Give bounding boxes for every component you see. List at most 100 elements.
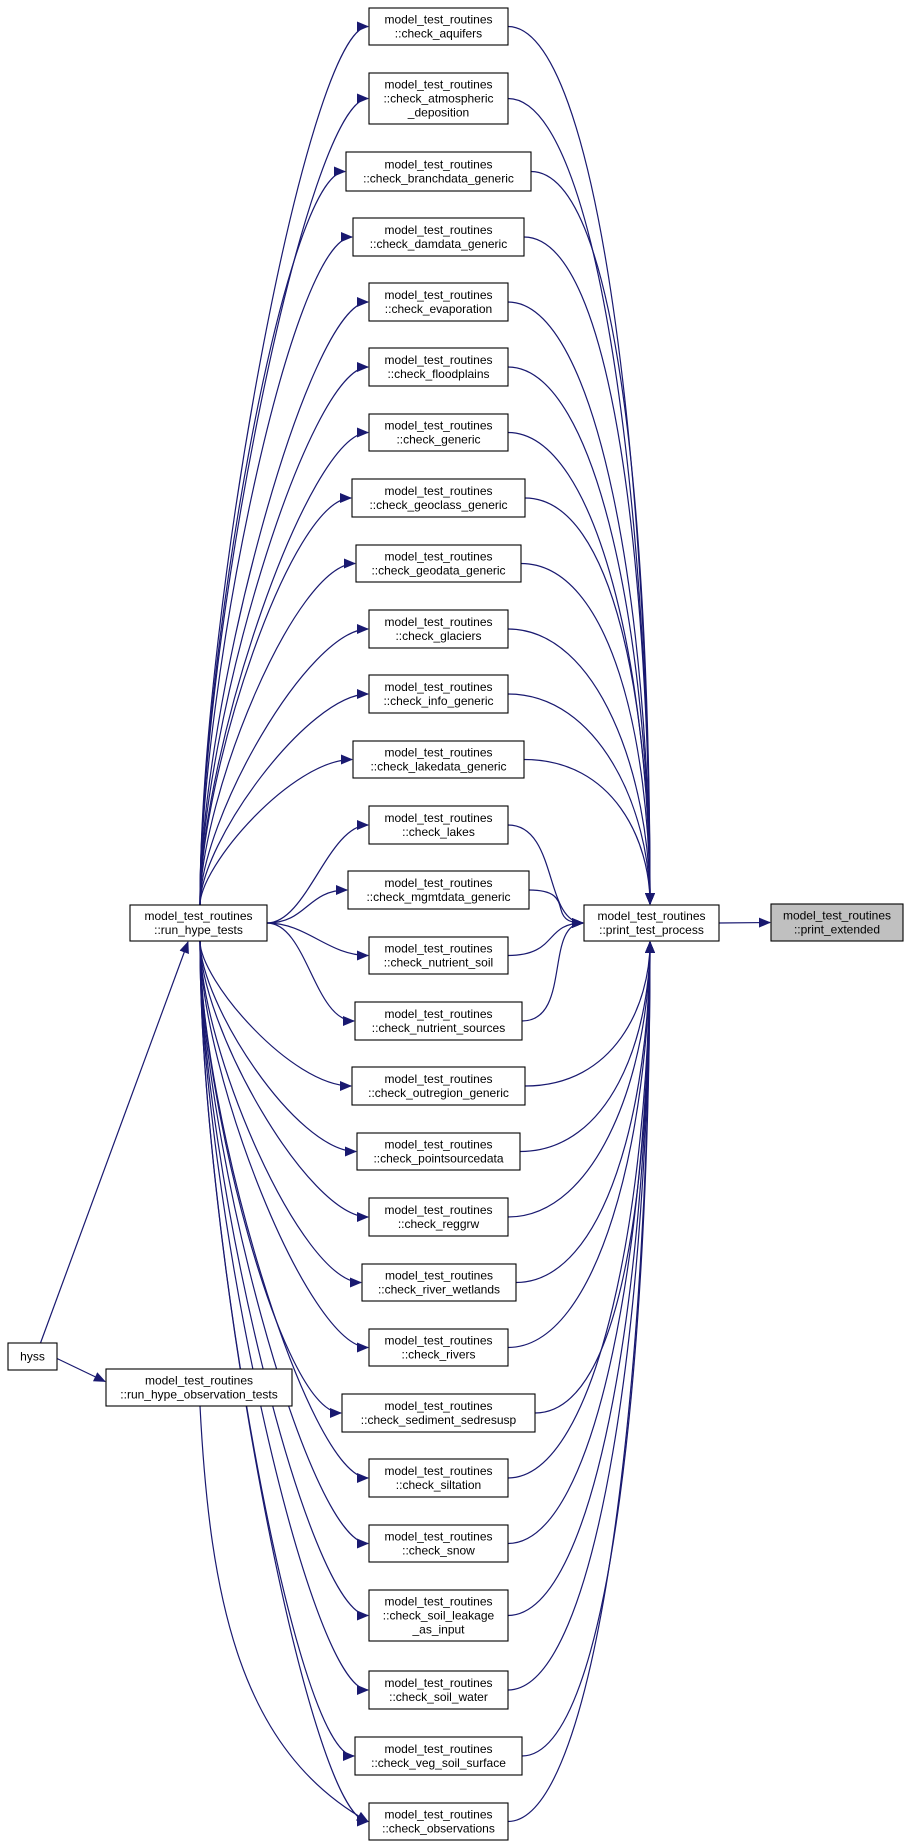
node-print-test-process[interactable]: model_test_routines::print_test_process <box>583 904 720 942</box>
edge-check-sediment-sedresusp-to-print-test-process <box>534 941 655 1414</box>
node-label-line: model_test_routines <box>384 484 492 498</box>
node-label-line: model_test_routines <box>384 1334 492 1348</box>
node-check-info-generic[interactable]: model_test_routines::check_info_generic <box>368 674 509 714</box>
node-check-lakes[interactable]: model_test_routines::check_lakes <box>368 805 509 845</box>
node-box <box>583 904 720 942</box>
edge-run-hype-tests-to-check-snow <box>199 940 369 1549</box>
node-check-reggrw[interactable]: model_test_routines::check_reggrw <box>368 1197 509 1237</box>
node-label-line: model_test_routines <box>384 1742 492 1756</box>
node-label-line: ::check_observations <box>382 1822 495 1836</box>
edge-check-geoclass-generic-to-print-test-process <box>524 497 655 905</box>
edge-check-geodata-generic-to-print-test-process <box>520 562 655 905</box>
node-check-evaporation[interactable]: model_test_routines::check_evaporation <box>368 282 509 322</box>
node-box <box>368 413 509 452</box>
node-label-line: ::check_lakedata_generic <box>370 760 506 774</box>
node-check-atmospheric-deposition[interactable]: model_test_routines::check_atmospheric_d… <box>368 72 509 125</box>
node-label-line: hyss <box>20 1350 45 1364</box>
edge-check-glaciers-to-print-test-process <box>507 628 655 905</box>
edge-check-soil-leakage-as-input-to-print-test-process <box>507 941 655 1617</box>
node-check-geodata-generic[interactable]: model_test_routines::check_geodata_gener… <box>355 544 522 583</box>
node-label-line: ::check_reggrw <box>398 1217 480 1231</box>
node-label-line: ::check_river_wetlands <box>378 1283 500 1297</box>
node-label-line: model_test_routines <box>384 746 492 760</box>
node-check-rivers[interactable]: model_test_routines::check_rivers <box>368 1328 509 1367</box>
node-check-outregion-generic[interactable]: model_test_routines::check_outregion_gen… <box>351 1066 526 1106</box>
node-box <box>368 936 509 975</box>
node-box <box>352 217 525 257</box>
node-label-line: ::run_hype_tests <box>154 923 243 937</box>
edge-run-hype-tests-to-check-geoclass-generic <box>199 493 352 906</box>
edge-run-hype-observation-tests-to-check-observations <box>199 1405 369 1823</box>
nodes-layer: model_test_routines::print_extendedmodel… <box>7 7 904 1841</box>
node-check-sediment-sedresusp[interactable]: model_test_routines::check_sediment_sedr… <box>341 1393 536 1433</box>
node-print-extended[interactable]: model_test_routines::print_extended <box>770 903 904 942</box>
node-check-damdata-generic[interactable]: model_test_routines::check_damdata_gener… <box>352 217 525 257</box>
edge-run-hype-tests-to-check-lakedata-generic <box>199 754 353 906</box>
node-check-river-wetlands[interactable]: model_test_routines::check_river_wetland… <box>361 1263 517 1302</box>
node-label-line: ::check_geodata_generic <box>371 564 505 578</box>
node-label-line: ::check_info_generic <box>383 694 493 708</box>
node-label-line: model_test_routines <box>384 1676 492 1690</box>
node-check-nutrient-sources[interactable]: model_test_routines::check_nutrient_sour… <box>354 1001 523 1041</box>
node-box <box>368 282 509 322</box>
node-box <box>368 72 509 125</box>
node-label-line: model_test_routines <box>384 1595 492 1609</box>
node-box <box>352 740 525 779</box>
edge-run-hype-tests-to-check-reggrw <box>199 940 369 1222</box>
node-box <box>368 674 509 714</box>
edge-check-nutrient-sources-to-print-test-process <box>521 918 584 1022</box>
node-label-line: ::check_nutrient_sources <box>372 1021 505 1035</box>
node-box <box>351 478 526 518</box>
node-label-line: ::check_snow <box>402 1544 475 1558</box>
node-box <box>341 1393 536 1433</box>
node-label-line: model_test_routines <box>384 223 492 237</box>
edge-check-reggrw-to-print-test-process <box>507 941 655 1218</box>
node-label-line: ::check_geoclass_generic <box>369 498 507 512</box>
node-box <box>355 544 522 583</box>
node-label-line: ::check_evaporation <box>385 302 492 316</box>
node-label-line: ::check_generic <box>396 433 480 447</box>
edge-check-lakes-to-print-test-process <box>507 824 584 928</box>
node-check-soil-leakage-as-input[interactable]: model_test_routines::check_soil_leakage_… <box>368 1589 509 1642</box>
node-label-line: model_test_routines <box>144 909 252 923</box>
edge-check-soil-water-to-print-test-process <box>507 941 655 1691</box>
node-check-mgmtdata-generic[interactable]: model_test_routines::check_mgmtdata_gene… <box>347 870 530 910</box>
node-hyss[interactable]: hyss <box>7 1342 58 1371</box>
node-label-line: model_test_routines <box>385 1269 493 1283</box>
node-box <box>354 1736 523 1776</box>
node-label-line: ::check_veg_soil_surface <box>371 1756 506 1770</box>
node-check-geoclass-generic[interactable]: model_test_routines::check_geoclass_gene… <box>351 478 526 518</box>
node-check-snow[interactable]: model_test_routines::check_snow <box>368 1524 509 1563</box>
node-box <box>368 347 509 387</box>
edge-hyss-to-run-hype-tests <box>39 941 189 1344</box>
edge-run-hype-tests-to-check-floodplains <box>199 362 369 906</box>
node-label-line: model_test_routines <box>384 13 492 27</box>
node-run-hype-observation-tests[interactable]: model_test_routines::run_hype_observatio… <box>105 1368 293 1407</box>
node-check-observations[interactable]: model_test_routines::check_observations <box>368 1802 509 1841</box>
node-label-line: ::check_sediment_sedresusp <box>361 1413 517 1427</box>
node-check-generic[interactable]: model_test_routines::check_generic <box>368 413 509 452</box>
node-check-nutrient-soil[interactable]: model_test_routines::check_nutrient_soil <box>368 936 509 975</box>
node-box <box>770 903 904 942</box>
node-check-pointsourcedata[interactable]: model_test_routines::check_pointsourceda… <box>356 1132 521 1171</box>
edge-check-observations-to-print-test-process <box>507 941 655 1823</box>
node-box <box>368 1802 509 1841</box>
edge-run-hype-tests-to-check-outregion-generic <box>199 940 352 1091</box>
edges-layer <box>39 21 771 1827</box>
node-label-line: model_test_routines <box>384 353 492 367</box>
node-check-aquifers[interactable]: model_test_routines::check_aquifers <box>368 7 509 46</box>
node-label-line: ::check_outregion_generic <box>368 1086 509 1100</box>
node-check-veg-soil-surface[interactable]: model_test_routines::check_veg_soil_surf… <box>354 1736 523 1776</box>
node-box <box>7 1342 58 1371</box>
node-label-line: ::print_test_process <box>599 923 704 937</box>
node-check-branchdata-generic[interactable]: model_test_routines::check_branchdata_ge… <box>345 151 532 192</box>
node-check-soil-water[interactable]: model_test_routines::check_soil_water <box>368 1670 509 1710</box>
node-check-glaciers[interactable]: model_test_routines::check_glaciers <box>368 609 509 649</box>
node-check-lakedata-generic[interactable]: model_test_routines::check_lakedata_gene… <box>352 740 525 779</box>
node-label-line: model_test_routines <box>384 550 492 564</box>
node-check-floodplains[interactable]: model_test_routines::check_floodplains <box>368 347 509 387</box>
node-run-hype-tests[interactable]: model_test_routines::run_hype_tests <box>129 904 268 942</box>
node-check-siltation[interactable]: model_test_routines::check_siltation <box>368 1458 509 1498</box>
node-label-line: ::check_atmospheric <box>383 92 493 106</box>
edge-run-hype-tests-to-check-pointsourcedata <box>199 940 357 1157</box>
